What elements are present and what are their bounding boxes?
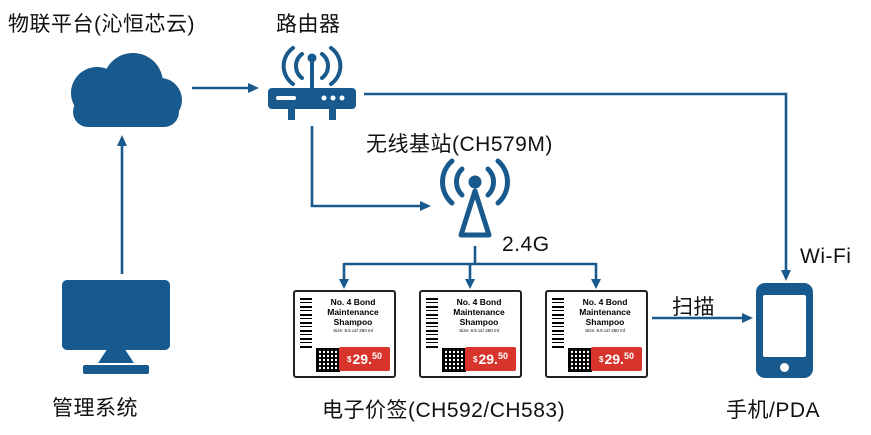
price-decimal: 50 <box>623 351 634 361</box>
price-currency: $ <box>599 354 604 364</box>
arrow-router-to-basestation <box>310 126 421 208</box>
barcode <box>426 298 438 348</box>
router-label: 路由器 <box>276 13 341 36</box>
arrowhead-computer-to-cloud <box>117 135 127 146</box>
qr-code-icon <box>316 348 340 372</box>
arrow-router-to-phone-wifi <box>364 92 788 271</box>
cloud-label: 物联平台(沁恒芯云) <box>8 13 195 36</box>
arrowhead-cloud-to-router <box>248 83 259 93</box>
tag-subtitle: Size: 8.5 oz/ 250 ml <box>585 328 625 334</box>
qr-code-icon <box>568 348 592 372</box>
phone-home-button <box>780 363 789 372</box>
price-integer: 29. <box>352 351 372 367</box>
price-decimal: 50 <box>371 351 382 361</box>
price-integer: 29. <box>478 351 498 367</box>
arrowhead-scan-to-phone <box>742 313 753 323</box>
price-integer: 29. <box>604 351 624 367</box>
arrowhead-rf-to-tag1 <box>339 279 349 289</box>
tags-label: 电子价签(CH592/CH583) <box>322 399 566 422</box>
price-currency: $ <box>347 354 352 364</box>
tag-title: No. 4 Bond Maintenance Shampoo <box>327 297 379 327</box>
price-box: $29.50 <box>465 347 516 371</box>
phone-label: 手机/PDA <box>726 399 821 422</box>
qr-code-icon <box>442 348 466 372</box>
barcode <box>300 298 312 348</box>
arrowhead-router-to-basestation <box>420 201 431 211</box>
router-icon <box>268 46 356 120</box>
monitor-stand <box>98 350 134 363</box>
tag-title: No. 4 Bond Maintenance Shampoo <box>453 297 505 327</box>
cloud-icon <box>71 53 182 127</box>
monitor-base <box>83 365 149 374</box>
computer-icon <box>62 280 170 382</box>
price-tag-2: No. 4 Bond Maintenance Shampoo Size: 8.5… <box>419 290 522 378</box>
price-box: $29.50 <box>591 347 642 371</box>
wifi-label: Wi-Fi <box>800 245 852 268</box>
basestation-label: 无线基站(CH579M) <box>366 133 553 156</box>
computer-label: 管理系统 <box>52 397 138 420</box>
rf-2-4g-label: 2.4G <box>502 233 550 256</box>
price-tag-3: No. 4 Bond Maintenance Shampoo Size: 8.5… <box>545 290 648 378</box>
tag-title: No. 4 Bond Maintenance Shampoo <box>579 297 631 327</box>
arrowhead-rf-to-tag3 <box>591 279 601 289</box>
tag-subtitle: Size: 8.5 oz/ 250 ml <box>459 328 499 334</box>
tag-subtitle: Size: 8.5 oz/ 250 ml <box>333 328 373 334</box>
price-decimal: 50 <box>497 351 508 361</box>
price-box: $29.50 <box>339 347 390 371</box>
monitor-screen <box>62 280 170 350</box>
phone-screen <box>763 295 806 357</box>
basestation-antenna-icon <box>440 158 510 238</box>
price-tag-1: No. 4 Bond Maintenance Shampoo Size: 8.5… <box>293 290 396 378</box>
phone-icon <box>756 283 813 378</box>
barcode <box>552 298 564 348</box>
arrowhead-wifi-to-phone <box>781 270 791 281</box>
arrowhead-rf-to-tag2 <box>465 279 475 289</box>
price-currency: $ <box>473 354 478 364</box>
scan-label: 扫描 <box>672 296 715 319</box>
